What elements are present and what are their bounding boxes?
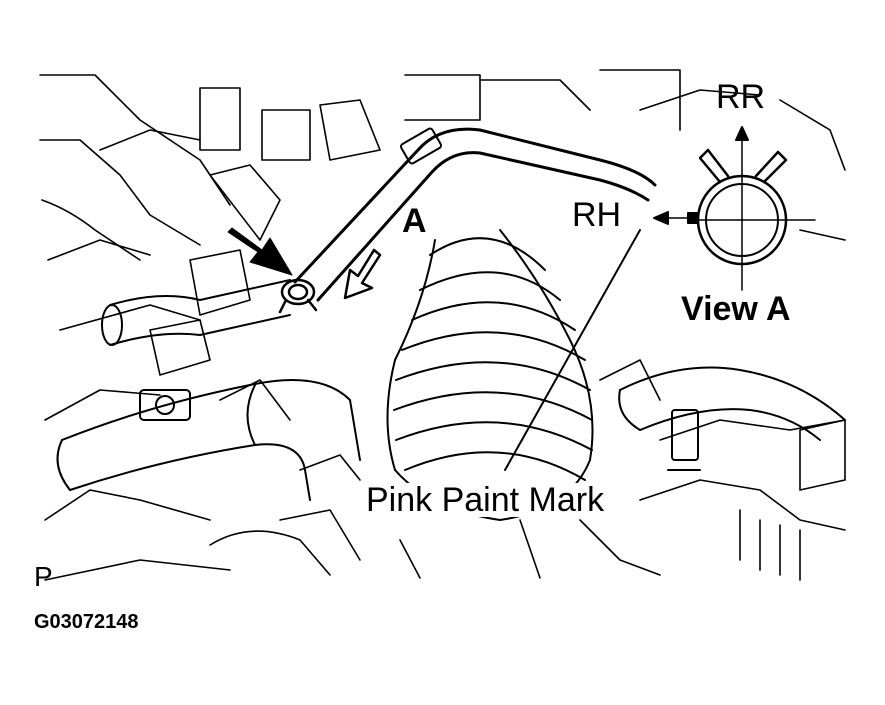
left-pipe [101,279,291,346]
pink-paint-mark-label: Pink Paint Mark [362,483,609,517]
rh-label: RH [572,196,622,234]
vacuum-hose [293,127,657,302]
engine-background [39,69,846,581]
reservoir-cap [139,389,191,421]
pink-paint-mark-leader [504,229,641,471]
view-a-title: View A [681,290,791,328]
lower-hose [56,379,361,501]
view-a-marker-label: A [402,202,427,240]
right-hose [618,366,846,471]
intake-duct [386,229,594,521]
figure-code: G03072148 [34,611,139,633]
hose-clamp-upper [400,127,442,165]
view-a-inset [653,126,816,291]
rr-label: RR [716,78,766,116]
p-label: P [34,561,53,592]
hose-clamp-main [278,278,318,314]
black-pointer-arrow-icon [227,227,293,276]
hollow-direction-arrow-icon [343,248,382,300]
